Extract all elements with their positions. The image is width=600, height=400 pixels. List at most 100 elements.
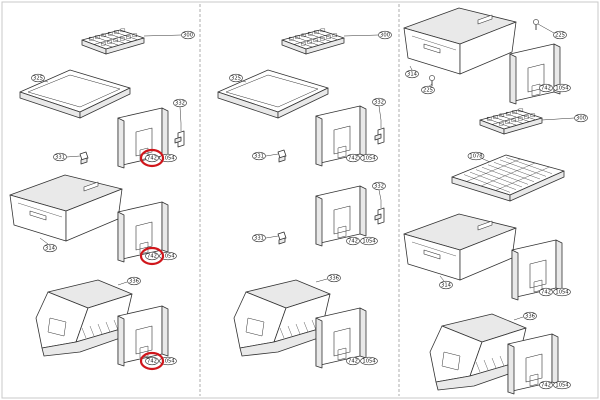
callout-bubble xyxy=(378,30,392,40)
callout-bubble xyxy=(553,287,571,297)
callout-bubble xyxy=(145,251,159,261)
part-number-label: 300 xyxy=(380,32,390,38)
part-number-label: 1078 xyxy=(469,153,482,159)
door-cover-part: 742 1054 xyxy=(315,307,378,369)
callout-bubble xyxy=(229,73,243,83)
part-number-label: 314 xyxy=(45,245,56,251)
part-number-label: 742 xyxy=(147,155,157,161)
callout-bubble xyxy=(181,30,195,40)
bracket-part: 332 xyxy=(372,97,386,145)
part-number-label: 1054 xyxy=(161,155,175,161)
part-number-label: 742 xyxy=(348,155,358,161)
callout-bubble xyxy=(553,380,571,390)
bracket-part: 332 xyxy=(372,181,386,225)
callout-bubble xyxy=(346,356,360,366)
clip-part: 331 xyxy=(252,149,287,163)
part-number-label: 1054 xyxy=(555,382,569,388)
drawer-part: 314 xyxy=(9,174,123,253)
part-number-label: 332 xyxy=(175,100,185,106)
parts-layer: 300 325 742 1054 332 331 314 742 1054 336 742 1054 3… xyxy=(9,7,588,395)
part-number-label: 314 xyxy=(407,71,418,77)
ice-tray-part: 300 xyxy=(81,28,195,55)
basket-part: 336 xyxy=(35,276,141,357)
shelf-part: 325 xyxy=(217,69,329,119)
clip-part: 331 xyxy=(53,151,89,165)
tray-part: 1078 xyxy=(451,151,565,202)
diagram-column-2: 300 325 742 1054 332 331 742 1054 332 331 336 742 10… xyxy=(217,28,392,369)
door-cover-part: 742 1054 xyxy=(117,107,177,169)
callout-bubble xyxy=(553,30,567,40)
callout-bubble xyxy=(360,153,378,163)
part-number-label: 332 xyxy=(374,183,384,189)
part-number-label: 742 xyxy=(147,253,157,259)
callout-bubble xyxy=(523,311,537,321)
part-number-label: 331 xyxy=(254,153,264,159)
part-number-label: 325 xyxy=(33,75,43,81)
callout-bubble xyxy=(405,69,419,79)
part-number-label: 1054 xyxy=(362,358,376,364)
callout-bubble xyxy=(252,233,266,243)
part-number-label: 332 xyxy=(374,99,384,105)
drawer-part: 314 xyxy=(403,7,517,79)
callout-bubble xyxy=(539,83,553,93)
callout-bubble xyxy=(372,181,386,191)
part-number-label: 300 xyxy=(576,115,586,121)
part-number-label: 331 xyxy=(254,235,264,241)
callout-bubble xyxy=(539,380,553,390)
part-number-label: 742 xyxy=(541,382,551,388)
part-number-label: 1054 xyxy=(161,358,175,364)
part-number-label: 1054 xyxy=(362,155,376,161)
callout-bubble xyxy=(145,356,159,366)
highlight-circle xyxy=(139,351,165,371)
door-cover-part: 742 1054 xyxy=(117,201,177,266)
callout-bubble xyxy=(574,113,588,123)
callout-bubble xyxy=(127,276,141,286)
callout-bubble xyxy=(360,356,378,366)
door-cover-part: 742 1054 xyxy=(315,185,378,247)
part-number-label: 1054 xyxy=(362,238,376,244)
callout-bubble xyxy=(145,153,159,163)
part-number-label: 225 xyxy=(555,32,565,38)
callout-bubble xyxy=(421,85,435,95)
part-number-label: 336 xyxy=(329,275,339,281)
callout-bubble xyxy=(346,236,360,246)
bracket-part: 332 xyxy=(173,98,187,148)
callout-bubble xyxy=(346,153,360,163)
basket-part: 336 xyxy=(429,311,537,391)
door-cover-part: 742 1054 xyxy=(117,305,177,371)
callout-bubble xyxy=(53,152,67,162)
screw-part: 225 xyxy=(533,19,567,40)
callout-bubble xyxy=(539,287,553,297)
part-number-label: 742 xyxy=(147,358,157,364)
callout-bubble xyxy=(43,243,57,253)
callout-bubble xyxy=(372,97,386,107)
ice-tray-part: 300 xyxy=(281,28,392,55)
part-number-label: 331 xyxy=(55,154,65,160)
callout-bubble xyxy=(439,280,453,290)
part-number-label: 1054 xyxy=(555,289,569,295)
part-number-label: 225 xyxy=(423,87,433,93)
part-number-label: 742 xyxy=(541,289,551,295)
part-number-label: 1054 xyxy=(161,253,175,259)
part-number-label: 1054 xyxy=(555,85,569,91)
part-number-label: 325 xyxy=(231,75,241,81)
part-number-label: 336 xyxy=(525,313,535,319)
part-number-label: 742 xyxy=(348,358,358,364)
part-number-label: 336 xyxy=(129,278,139,284)
shelf-part: 325 xyxy=(19,69,131,119)
diagram-column-1: 300 325 742 1054 332 331 314 742 1054 336 742 1054 xyxy=(9,28,195,371)
callout-bubble xyxy=(327,273,341,283)
screw-part: 225 xyxy=(421,75,435,95)
door-cover-part: 742 1054 xyxy=(507,333,571,395)
ice-tray-part: 300 xyxy=(479,108,588,135)
callout-bubble xyxy=(31,73,45,83)
highlight-circle xyxy=(139,246,165,266)
part-number-label: 300 xyxy=(183,32,193,38)
callout-bubble xyxy=(173,98,187,108)
part-number-label: 742 xyxy=(348,238,358,244)
